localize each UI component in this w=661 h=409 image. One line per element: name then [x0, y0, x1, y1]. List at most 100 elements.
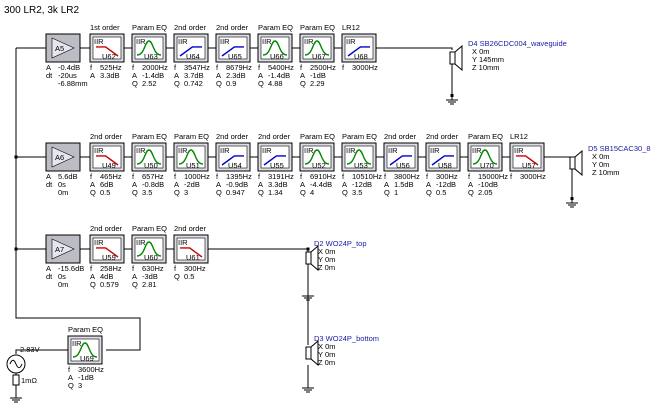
filter-param-key: Q	[342, 188, 348, 197]
filter-param-value: 3.5	[142, 188, 152, 197]
filter-kind-label: IIR	[178, 238, 188, 247]
filter-param-key: A	[468, 180, 473, 189]
filter-param-value: 5400Hz	[268, 63, 294, 72]
filter-type-label: Param EQ	[300, 132, 335, 141]
speaker-cone-icon[interactable]	[454, 44, 463, 72]
filter-type-label: Param EQ	[342, 132, 377, 141]
ground-icon	[302, 382, 314, 393]
filter-param-value: 2500Hz	[310, 63, 336, 72]
filter-param-key: f	[216, 63, 219, 72]
speaker-magnet-icon[interactable]	[569, 156, 576, 170]
filter-param-key: f	[90, 63, 93, 72]
filter-type-label: 1st order	[90, 23, 120, 32]
speaker-cone-icon[interactable]	[310, 244, 319, 272]
filter-param-value: 3800Hz	[394, 172, 420, 181]
filter-kind-label: IIR	[304, 146, 314, 155]
filter-param-value: 2.29	[310, 79, 325, 88]
speaker-position: Y 0m	[318, 255, 335, 264]
speaker-name: D3 WO24P_bottom	[314, 334, 379, 343]
speaker-cone-icon[interactable]	[310, 339, 319, 367]
filter-type-label: LR12	[510, 132, 528, 141]
filter-ref: U54	[228, 161, 242, 170]
filter-param-value: 0.579	[100, 280, 119, 289]
filter-param-key: f	[342, 63, 345, 72]
gain-param-key: A	[46, 172, 51, 181]
filter-kind-label: IIR	[178, 37, 188, 46]
filter-param-value: 4	[310, 188, 314, 197]
gain-param-key: dt	[46, 180, 53, 189]
speaker-position: X 0m	[318, 247, 336, 256]
filter-ref: U63	[144, 52, 158, 61]
filter-param-value: -2dB	[184, 180, 200, 189]
filter-box-inner	[302, 36, 332, 60]
filter-ref: U52	[312, 161, 326, 170]
speaker-cone-icon[interactable]	[574, 149, 583, 177]
filter-param-value: -0.8dB	[142, 180, 164, 189]
filter-param-value: 0.5	[436, 188, 446, 197]
filter-param-key: f	[384, 172, 387, 181]
hp-response-icon	[389, 155, 412, 166]
filter-param-key: A	[132, 71, 137, 80]
speaker-position: X 0m	[318, 342, 336, 351]
peq-response-icon	[346, 149, 372, 165]
lp-response-icon	[96, 46, 119, 57]
filter-param-value: 525Hz	[100, 63, 122, 72]
filter-ref: U59	[102, 253, 116, 262]
filter-box-inner	[134, 36, 164, 60]
gain-param-value: -0.4dB	[58, 63, 80, 72]
schematic-title: 300 LR2, 3k LR2	[4, 5, 79, 16]
filter-param-value: -1.4dB	[142, 71, 164, 80]
filter-type-label: Param EQ	[132, 224, 167, 233]
peq-response-icon	[72, 342, 98, 358]
filter-param-key: f	[426, 172, 429, 181]
speaker-magnet-icon[interactable]	[449, 51, 456, 65]
speaker-position: Y 145mm	[472, 55, 504, 64]
filter-param-value: -12dB	[436, 180, 456, 189]
filter-param-key: A	[216, 71, 221, 80]
filter-param-key: A	[90, 180, 95, 189]
speaker-d5[interactable]: D5 SB15CAC30_8X 0mY 0mZ 10mm	[569, 144, 651, 177]
filter-param-value: 4dB	[100, 272, 113, 281]
gain-ref: A5	[55, 44, 64, 53]
filter-param-key: f	[258, 63, 261, 72]
filter-param-value: 1	[394, 188, 398, 197]
filter-param-key: A	[300, 180, 305, 189]
speaker-magnet-icon[interactable]	[305, 251, 312, 265]
speaker-name: D4 SB26CDC004_waveguide	[468, 39, 567, 48]
filter-kind-label: IIR	[136, 146, 146, 155]
filter-param-value: 2.52	[142, 79, 157, 88]
filter-param-key: Q	[132, 280, 138, 289]
filter-type-label: 2nd order	[216, 132, 249, 141]
speaker-magnet-icon[interactable]	[305, 346, 312, 360]
